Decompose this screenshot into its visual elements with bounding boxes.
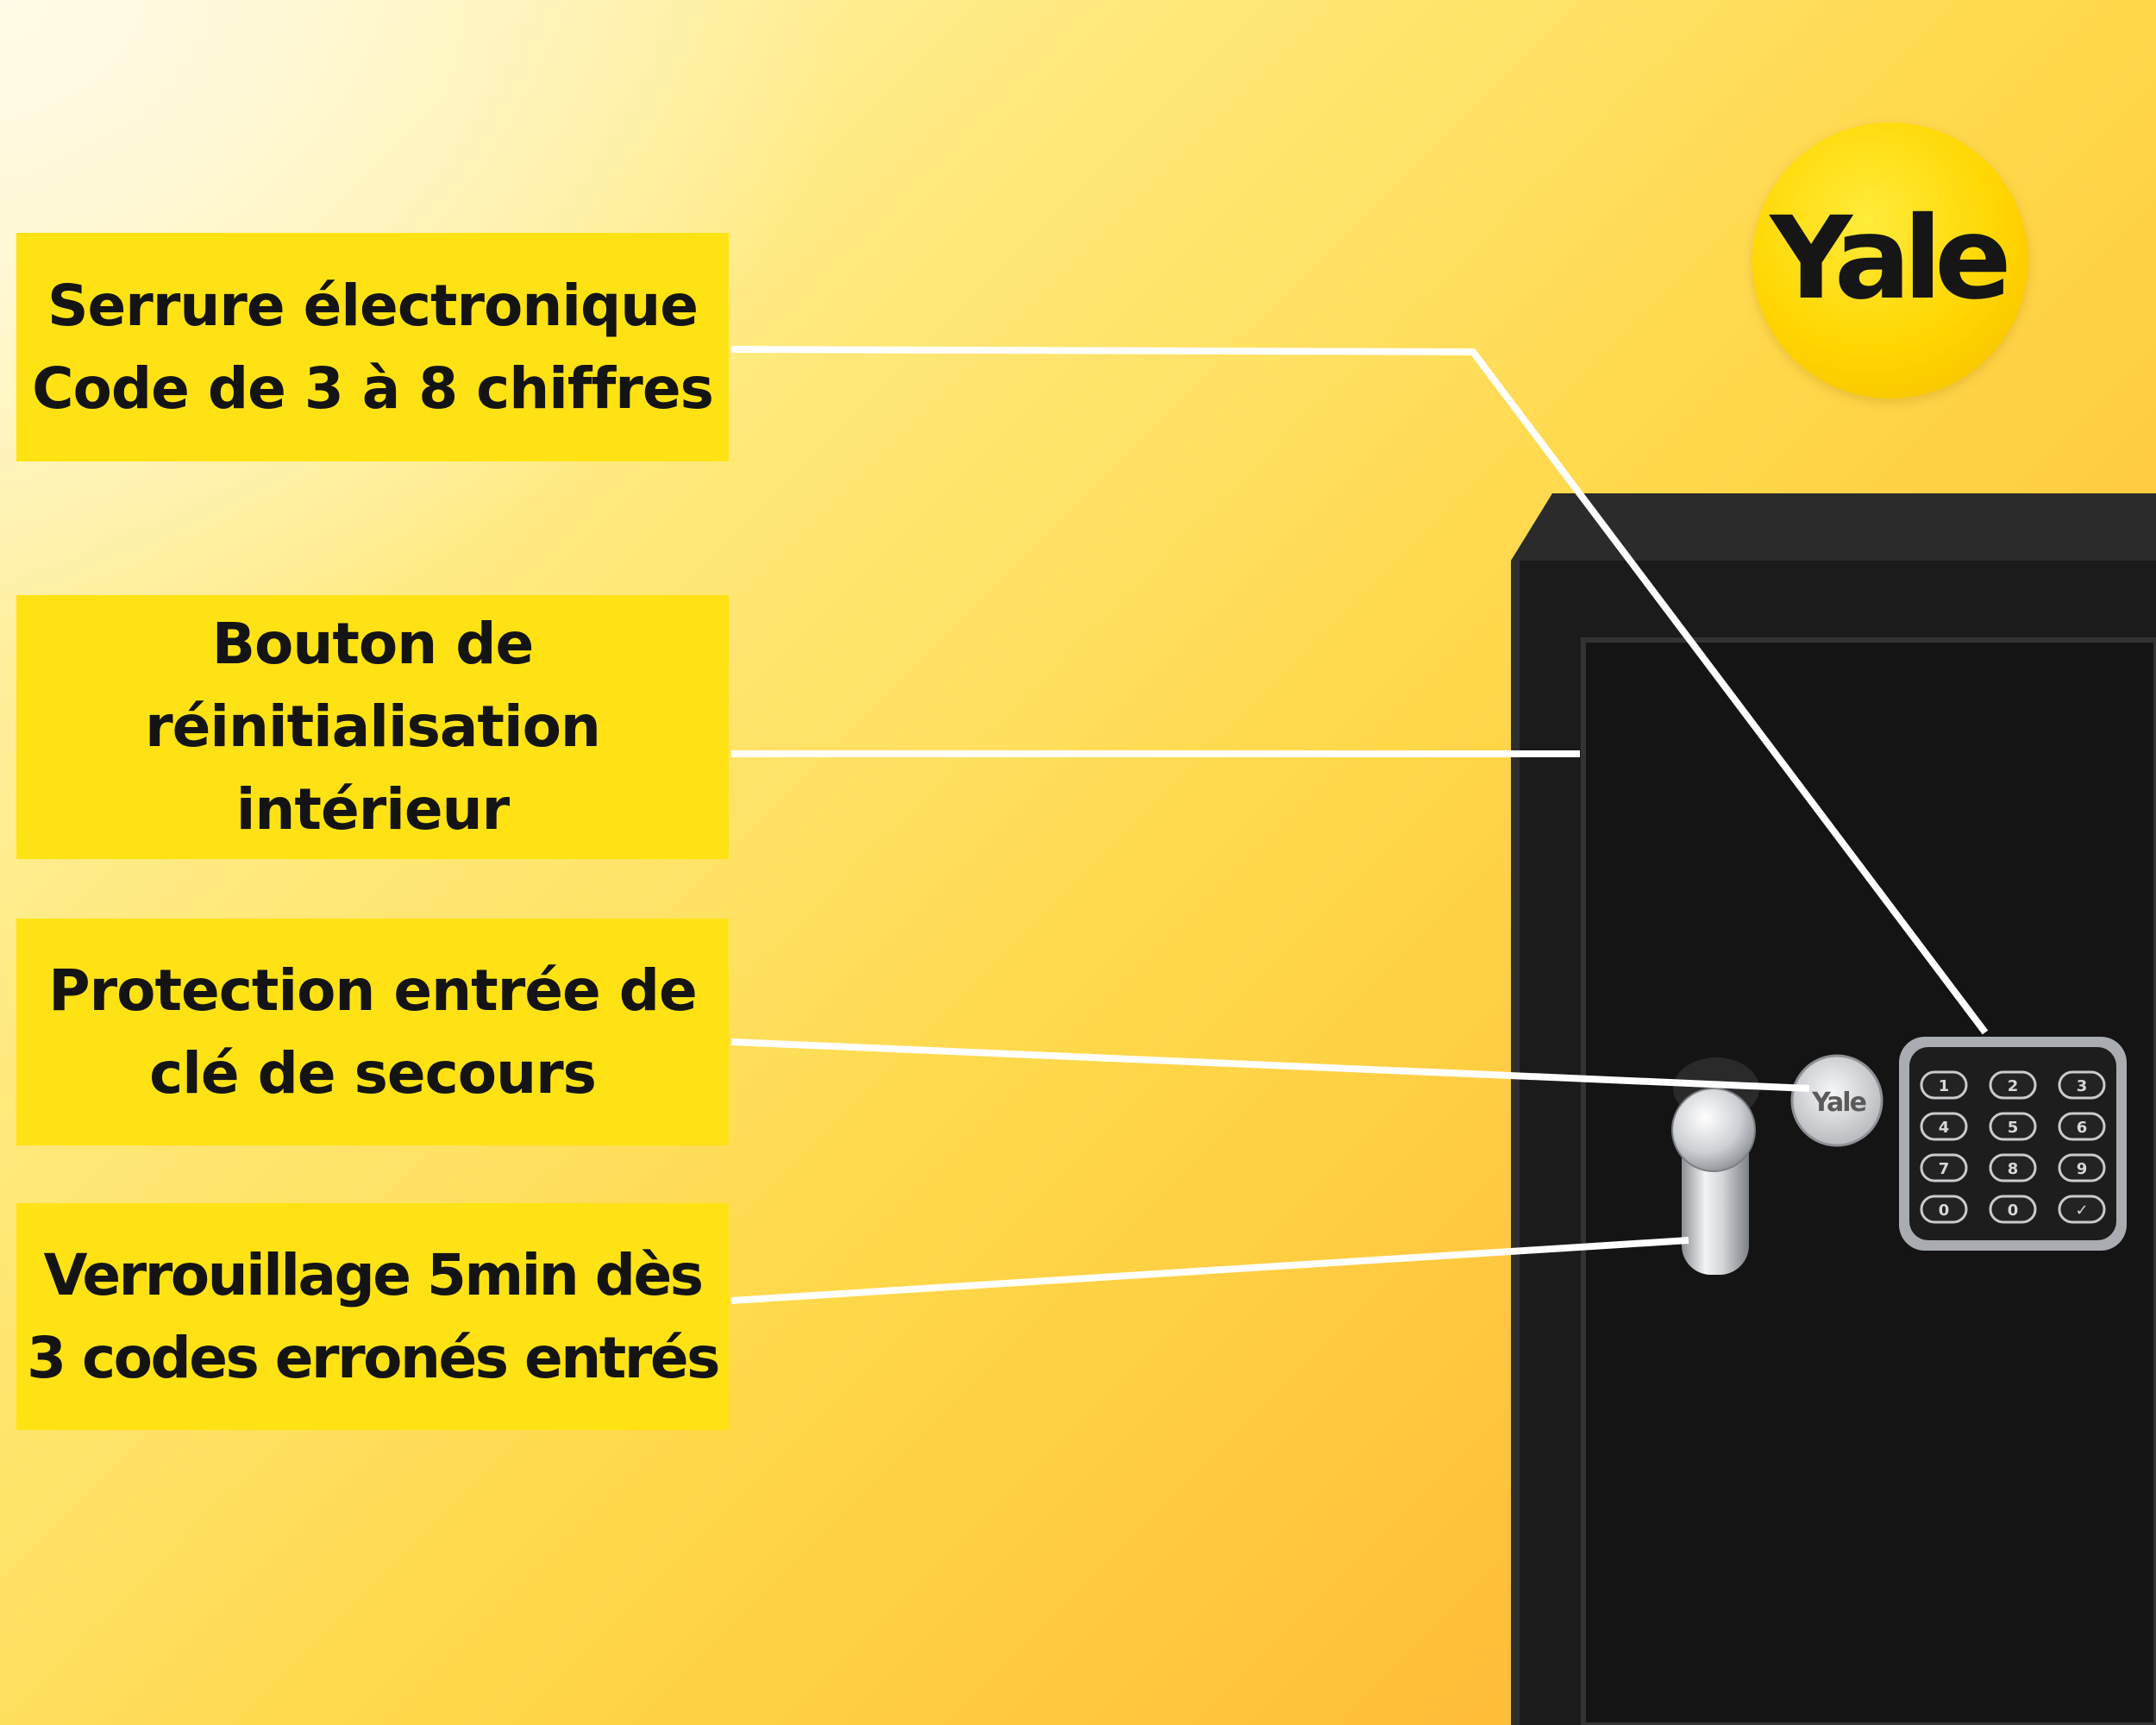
callout-text-line: intérieur: [235, 776, 510, 843]
keypad-key[interactable]: 0: [1989, 1195, 2037, 1224]
keypad-key[interactable]: 5: [1989, 1112, 2037, 1141]
keypad-key-label: 1: [1939, 1077, 1950, 1095]
safe-top: [1511, 493, 2156, 561]
callout-text-line: réinitialisation: [145, 693, 601, 760]
callout-text-line: Serrure électronique: [47, 272, 699, 339]
keypad-key-label: ✓: [2075, 1201, 2088, 1220]
callout-text-line: Verrouillage 5min dès: [43, 1241, 704, 1308]
safe-handle: [1671, 1057, 1759, 1275]
callout-text-line: clé de secours: [149, 1039, 597, 1107]
badge-logo-text: Yale: [1811, 1088, 1865, 1118]
keypad-key[interactable]: 4: [1920, 1112, 1968, 1141]
key-cover-badge: Yale: [1790, 1054, 1883, 1147]
callout-text-line: Code de 3 à 8 chiffres: [32, 354, 714, 422]
keypad-key-label: 2: [2008, 1077, 2019, 1095]
leader-line-electronic-lock: [730, 346, 1989, 1035]
safe-edge: [1511, 561, 1520, 1725]
keypad-key[interactable]: 8: [1989, 1153, 2037, 1182]
callout-lockout: Verrouillage 5min dès 3 codes erronés en…: [16, 1203, 729, 1430]
keypad-key-label: 9: [2077, 1160, 2088, 1178]
keypad: 1 2 3 4 5 6 7 8 9 0 0 ✓: [1899, 1037, 2127, 1251]
leader-line-key-protection: [730, 1038, 1810, 1092]
callout-electronic-lock: Serrure électronique Code de 3 à 8 chiff…: [16, 233, 729, 461]
callout-text-line: 3 codes erronés entrés: [27, 1324, 720, 1391]
keypad-key-label: 8: [2008, 1160, 2019, 1178]
keypad-key[interactable]: 3: [2058, 1070, 2106, 1100]
keypad-key-label: 4: [1939, 1119, 1950, 1137]
keypad-key[interactable]: 2: [1989, 1070, 2037, 1100]
keypad-key-label: 6: [2077, 1119, 2088, 1137]
keypad-key-label: 3: [2077, 1077, 2088, 1095]
keypad-key[interactable]: 1: [1920, 1070, 1968, 1100]
yale-logo: Yale: [1752, 122, 2028, 398]
leader-line-lockout: [730, 1237, 1689, 1304]
keypad-key[interactable]: 7: [1920, 1153, 1968, 1182]
keypad-key-label: 0: [2008, 1201, 2019, 1220]
keypad-key[interactable]: 0: [1920, 1195, 1968, 1224]
keypad-key[interactable]: ✓: [2058, 1195, 2106, 1224]
keypad-key-label: 7: [1939, 1160, 1950, 1178]
callout-text-line: Bouton de: [211, 611, 534, 677]
keypad-key-label: 5: [2008, 1119, 2019, 1137]
callout-text-line: Protection entrée de: [48, 957, 698, 1024]
keypad-key[interactable]: 6: [2058, 1112, 2106, 1141]
yale-logo-text: Yale: [1770, 192, 2011, 325]
keypad-key-label: 0: [1939, 1201, 1950, 1220]
callout-reset-button: Bouton de réinitialisation intérieur: [16, 595, 729, 859]
callout-key-protection: Protection entrée de clé de secours: [16, 919, 729, 1145]
keypad-key[interactable]: 9: [2058, 1153, 2106, 1182]
